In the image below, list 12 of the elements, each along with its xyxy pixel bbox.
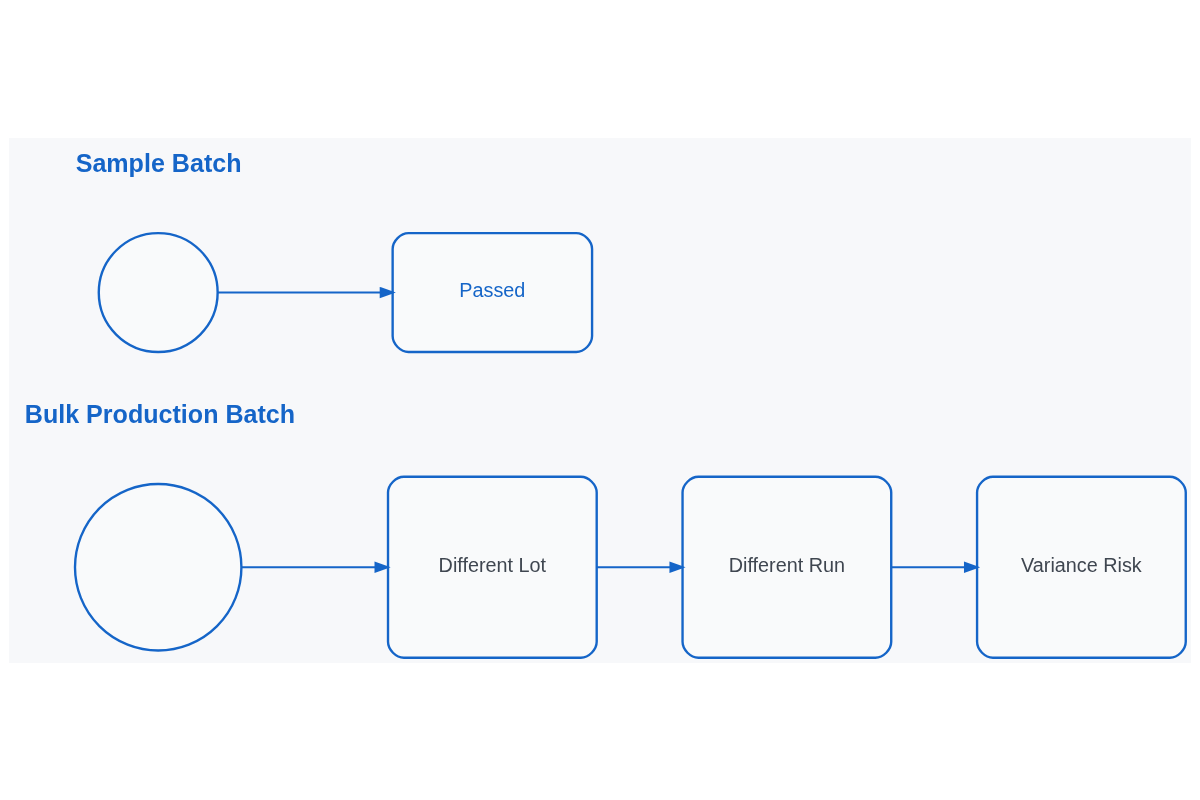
node-box: Variance Risk [975, 475, 1187, 659]
node-box: Different Lot [386, 475, 598, 659]
arrow [241, 561, 391, 573]
arrow [217, 286, 396, 298]
node-circle [97, 231, 219, 353]
node-circle [73, 482, 243, 652]
node-box: Passed [391, 231, 594, 353]
label: Bulk Production Batch [24, 399, 296, 428]
label: Sample Batch [75, 148, 242, 177]
node-box: Different Run [681, 475, 893, 659]
arrow [597, 561, 686, 573]
arrow [891, 561, 981, 573]
